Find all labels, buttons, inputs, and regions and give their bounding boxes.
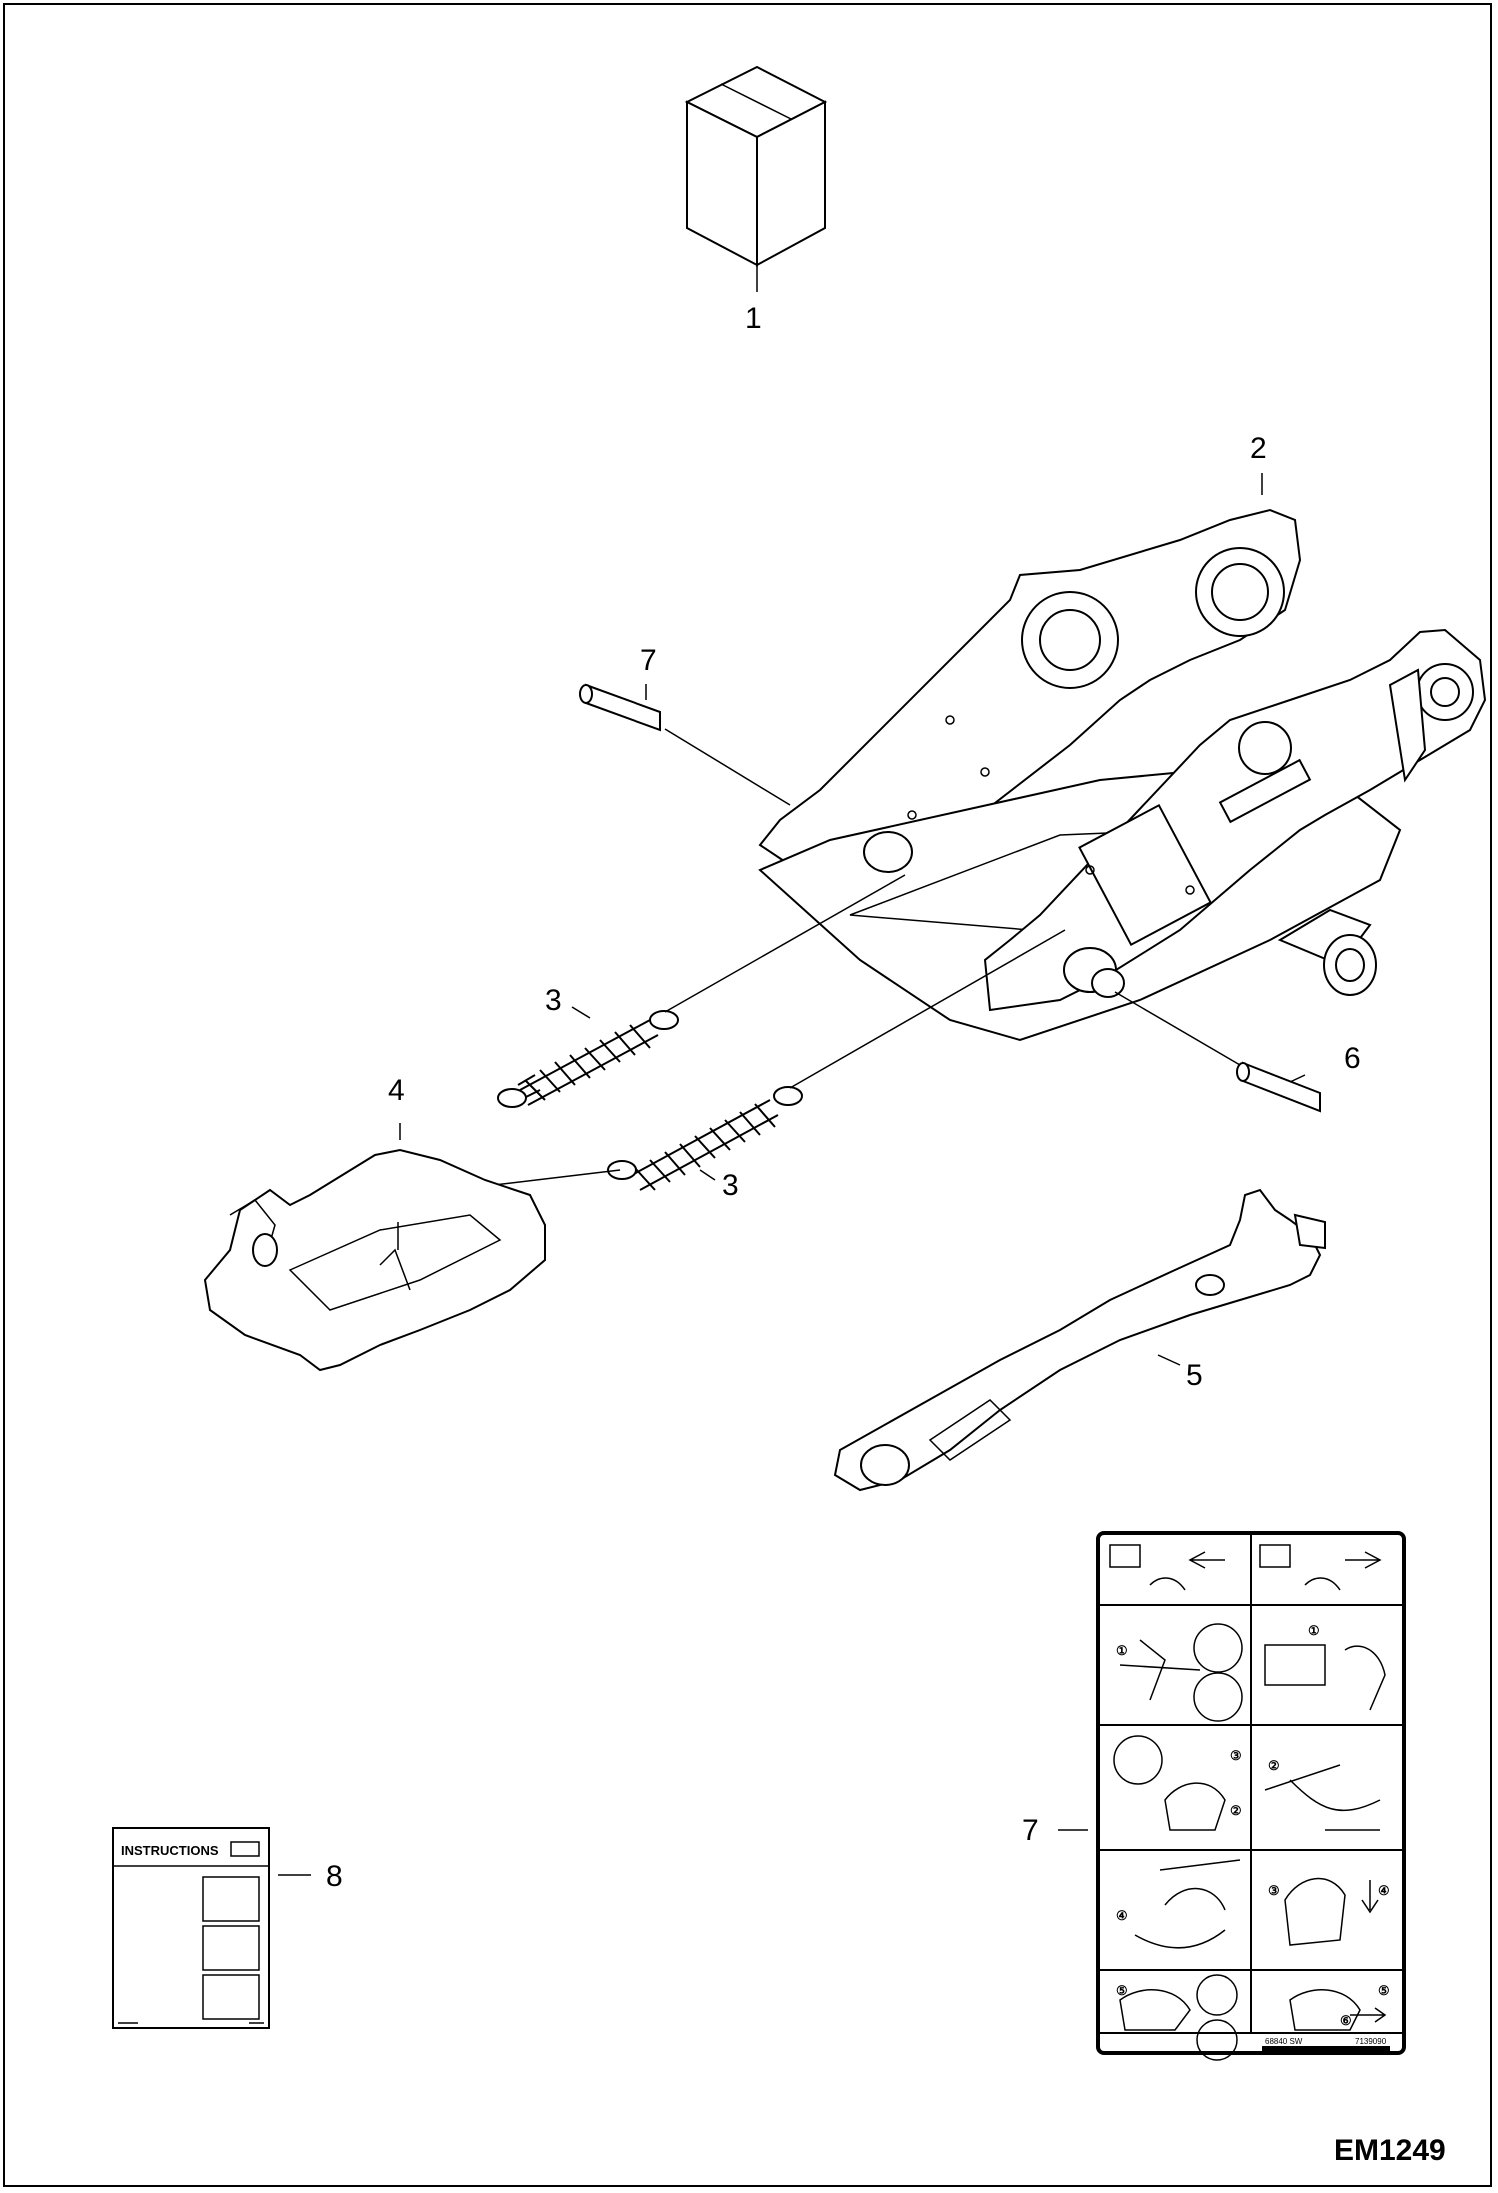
decal-step-2a: ② xyxy=(1268,1758,1280,1773)
callout-2: 2 xyxy=(1250,432,1267,465)
item-6-pin xyxy=(1114,991,1321,1113)
item-8-instructions-card xyxy=(112,1827,270,2029)
decal-step-3b: ③ xyxy=(1268,1883,1280,1898)
item-3-spring-upper xyxy=(497,874,906,1108)
decal-step-6: ⑥ xyxy=(1340,2013,1352,2028)
decal-step-3a: ③ xyxy=(1230,1748,1242,1763)
decal-step-5a: ⑤ xyxy=(1116,1983,1128,1998)
item-7-instruction-decal xyxy=(1096,1531,1406,2061)
decal-code-right: 7139090 xyxy=(1355,2037,1387,2046)
drawing-frame xyxy=(3,3,1492,2187)
callout-6: 6 xyxy=(1344,1042,1361,1075)
callout-8: 8 xyxy=(326,1860,343,1893)
callout-7-decal: 7 xyxy=(1022,1814,1039,1847)
instructions-card-title: INSTRUCTIONS xyxy=(121,1843,219,1858)
callout-5: 5 xyxy=(1186,1359,1203,1392)
callout-3-upper: 3 xyxy=(545,984,562,1017)
callout-4: 4 xyxy=(388,1074,405,1107)
decal-step-4a: ④ xyxy=(1116,1908,1128,1923)
item-5-release-tool xyxy=(833,1188,1326,1492)
drawing-reference: EM1249 xyxy=(1334,2134,1446,2167)
decal-step-1a: ① xyxy=(1116,1643,1128,1658)
decal-step-1b: ① xyxy=(1308,1623,1320,1638)
callout-3-lower: 3 xyxy=(722,1169,739,1202)
item-4-latch-frame xyxy=(203,1123,546,1372)
item-2-coupler-body xyxy=(758,473,1487,1042)
leader-3-lower xyxy=(699,1169,716,1181)
decal-code-left: 68840 SW xyxy=(1265,2037,1303,2046)
item-3-spring-lower xyxy=(493,929,1066,1191)
leader-3-upper xyxy=(571,1006,591,1019)
decal-step-5b: ⑤ xyxy=(1378,1983,1390,1998)
decal-step-2b: ② xyxy=(1230,1803,1242,1818)
callout-7-pin: 7 xyxy=(640,644,657,677)
decal-step-4b: ④ xyxy=(1378,1883,1390,1898)
callout-1: 1 xyxy=(745,302,762,335)
item-7-pin xyxy=(579,683,791,806)
item-1-package-box xyxy=(684,65,828,292)
